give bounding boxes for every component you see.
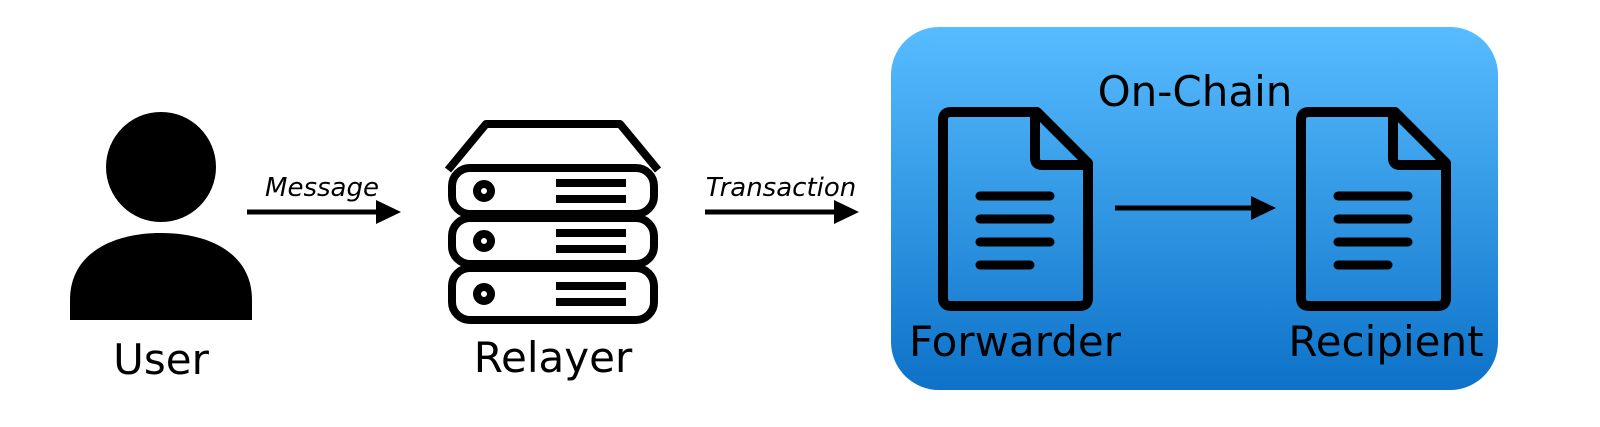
recipient-document-icon bbox=[1296, 107, 1451, 311]
forward-arrow bbox=[1115, 196, 1276, 220]
server-stack-icon bbox=[444, 120, 662, 324]
on-chain-title: On-Chain bbox=[1098, 67, 1293, 116]
message-edge-label: Message bbox=[265, 173, 379, 203]
transaction-arrow bbox=[705, 200, 859, 224]
relayer-label: Relayer bbox=[474, 333, 633, 382]
recipient-label: Recipient bbox=[1288, 317, 1483, 366]
forwarder-label: Forwarder bbox=[909, 317, 1122, 366]
user-label: User bbox=[113, 335, 209, 384]
person-icon bbox=[70, 112, 252, 320]
transaction-edge-label: Transaction bbox=[706, 173, 857, 203]
message-arrow bbox=[247, 200, 401, 224]
forwarder-document-icon bbox=[938, 107, 1093, 311]
